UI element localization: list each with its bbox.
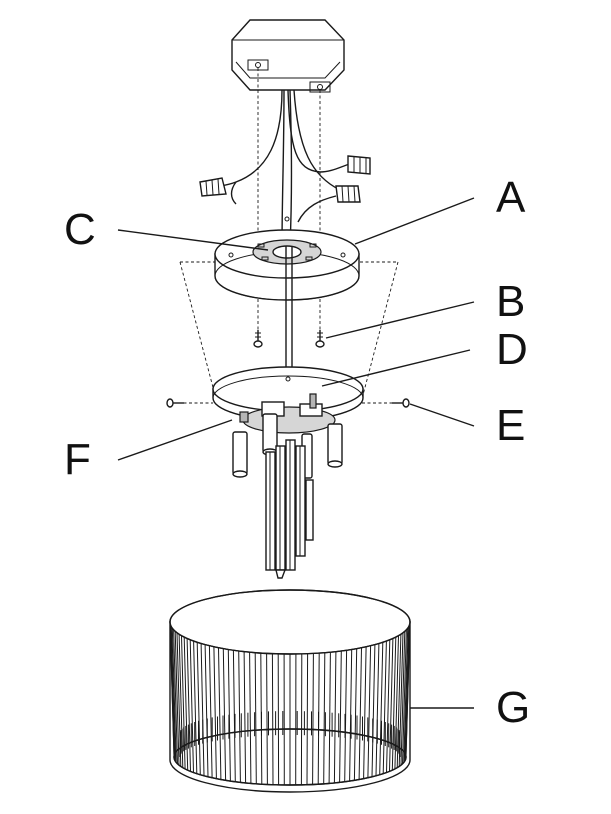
shade-rib [323, 652, 326, 784]
shade-rib [400, 631, 406, 766]
shade-rib [196, 642, 201, 775]
shade-rib [379, 642, 384, 775]
wire-connector-right-lower [297, 185, 361, 223]
shade-ribs [169, 621, 411, 786]
socket-part-f-left [232, 431, 248, 478]
screw-part-b-right [315, 330, 325, 348]
label-d: D [496, 325, 528, 374]
shade-rib [333, 651, 337, 783]
shade-rib [171, 628, 177, 763]
shade-rib [363, 646, 367, 779]
shade-rib [238, 650, 241, 783]
mounting-bracket-part-c [252, 239, 322, 372]
shade-rib [404, 626, 410, 762]
screw-part-e-right [392, 398, 410, 408]
shade-rib [254, 652, 257, 784]
shade-rib [339, 650, 342, 783]
shade-rib [186, 638, 191, 772]
shade-rib [271, 653, 274, 785]
wire-connector-right-upper [347, 155, 371, 175]
shade-rib [249, 652, 252, 784]
label-g: G [496, 683, 530, 732]
shade-rib [183, 637, 189, 771]
shade-rib [204, 644, 209, 777]
shade-rib [218, 647, 222, 780]
shade-rib [174, 631, 180, 766]
shade-rib [353, 648, 358, 781]
shade-rib [402, 629, 407, 764]
supply-wires [209, 89, 351, 247]
leader-lines [117, 197, 475, 709]
screw-part-b-left [253, 330, 263, 348]
shade-rib [243, 651, 247, 783]
shade-rib [358, 647, 362, 780]
shade-rib [375, 643, 380, 776]
socket-part-f-right [327, 423, 343, 468]
shade-rib [386, 639, 391, 773]
shade-rib [222, 648, 227, 781]
wire-connector-left [199, 177, 237, 205]
label-f: F [64, 435, 91, 484]
shade-rib [405, 621, 411, 758]
label-c: C [64, 205, 96, 254]
socket-part-f-center-left [262, 413, 278, 456]
drum-shade-part-g [169, 589, 411, 793]
shade-rib [170, 625, 176, 760]
shade-rib [189, 639, 194, 773]
shade-rib [181, 635, 186, 770]
shade-rib [391, 637, 397, 771]
shade-rib [266, 653, 268, 785]
shade-rib [394, 635, 399, 770]
shade-rib [193, 641, 198, 774]
shade-rib [371, 644, 376, 777]
shade-rib [208, 645, 213, 778]
shade-rib [213, 646, 217, 779]
shade-rib [382, 641, 387, 774]
label-b: B [496, 277, 525, 326]
label-e: E [496, 401, 525, 450]
shade-rib [173, 629, 178, 764]
label-a: A [496, 173, 526, 222]
screw-part-e-left [166, 398, 184, 408]
junction-box [231, 19, 345, 93]
shade-rib [344, 650, 348, 782]
crystal-rods [265, 439, 314, 579]
shade-rib [232, 650, 236, 782]
shade-rib [389, 638, 394, 772]
shade-rib [170, 626, 176, 762]
shade-rib [312, 653, 314, 785]
shade-rib [367, 645, 372, 778]
shade-rib [403, 628, 409, 763]
shade-rib [200, 643, 205, 776]
shade-rib [328, 652, 331, 784]
shade-rib [306, 653, 309, 785]
